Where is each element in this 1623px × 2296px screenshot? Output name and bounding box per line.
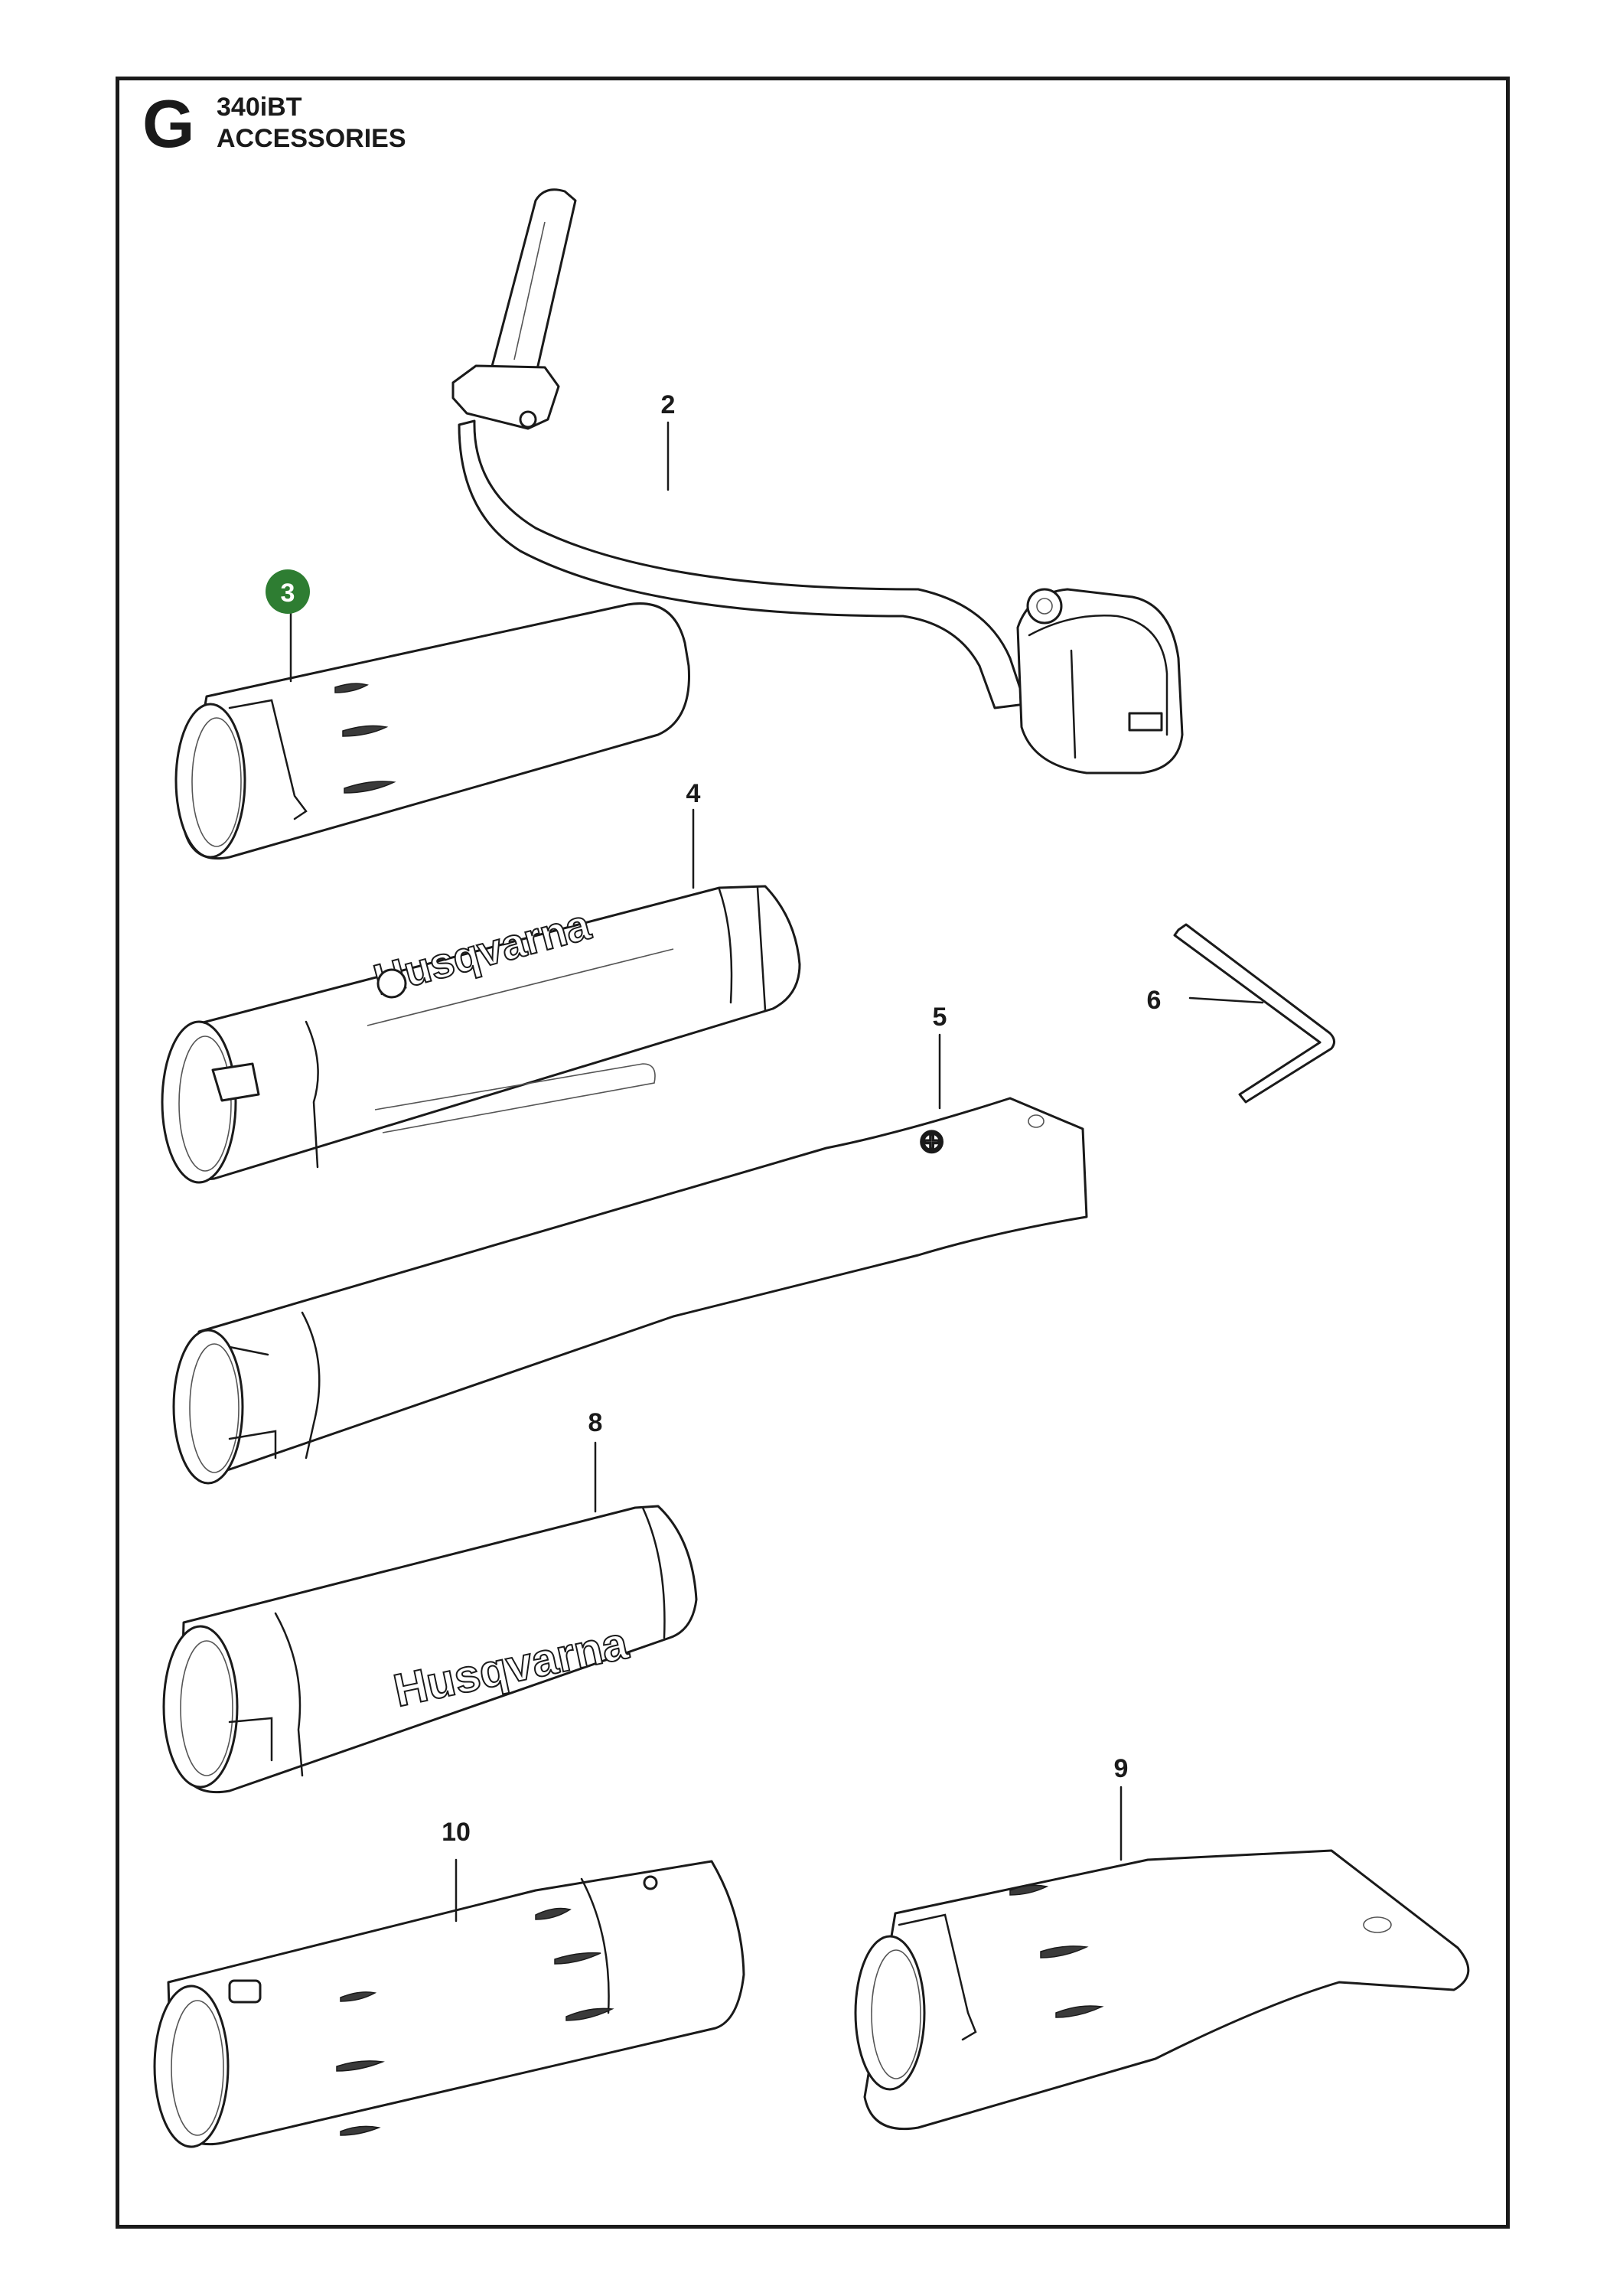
brand-emblem-5: ⊕ xyxy=(918,1123,945,1159)
part-2-front-handle[interactable] xyxy=(451,188,1184,775)
callout-10[interactable]: 10 xyxy=(442,1818,471,1847)
callout-8[interactable]: 8 xyxy=(588,1408,603,1437)
section-letter: G xyxy=(142,86,195,161)
part-9-angled-nozzle[interactable] xyxy=(854,1849,1470,2131)
leader-6 xyxy=(1188,996,1264,1004)
drawing-frame xyxy=(116,77,1510,2229)
callout-5[interactable]: 5 xyxy=(933,1003,947,1032)
part-3-blower-tube[interactable] xyxy=(174,602,690,860)
callout-4[interactable]: 4 xyxy=(686,779,701,808)
part-6-hex-key[interactable] xyxy=(1173,923,1335,1104)
callout-3-badge[interactable]: 3 xyxy=(266,569,310,614)
callout-2[interactable]: 2 xyxy=(661,390,676,419)
section-title: ACCESSORIES xyxy=(217,124,406,153)
callout-9[interactable]: 9 xyxy=(1114,1754,1129,1783)
part-10-extension-tube[interactable] xyxy=(153,1860,745,2148)
model-name: 340iBT xyxy=(217,93,302,122)
callout-3[interactable]: 3 xyxy=(281,579,295,608)
part-8-branded-tube[interactable]: Husqvarna xyxy=(162,1505,698,1794)
part-4-branded-tube[interactable]: Husqvarna xyxy=(161,885,801,1184)
callout-6[interactable]: 6 xyxy=(1147,986,1162,1015)
part-5-flat-nozzle[interactable]: ⊕ xyxy=(172,1097,1088,1485)
